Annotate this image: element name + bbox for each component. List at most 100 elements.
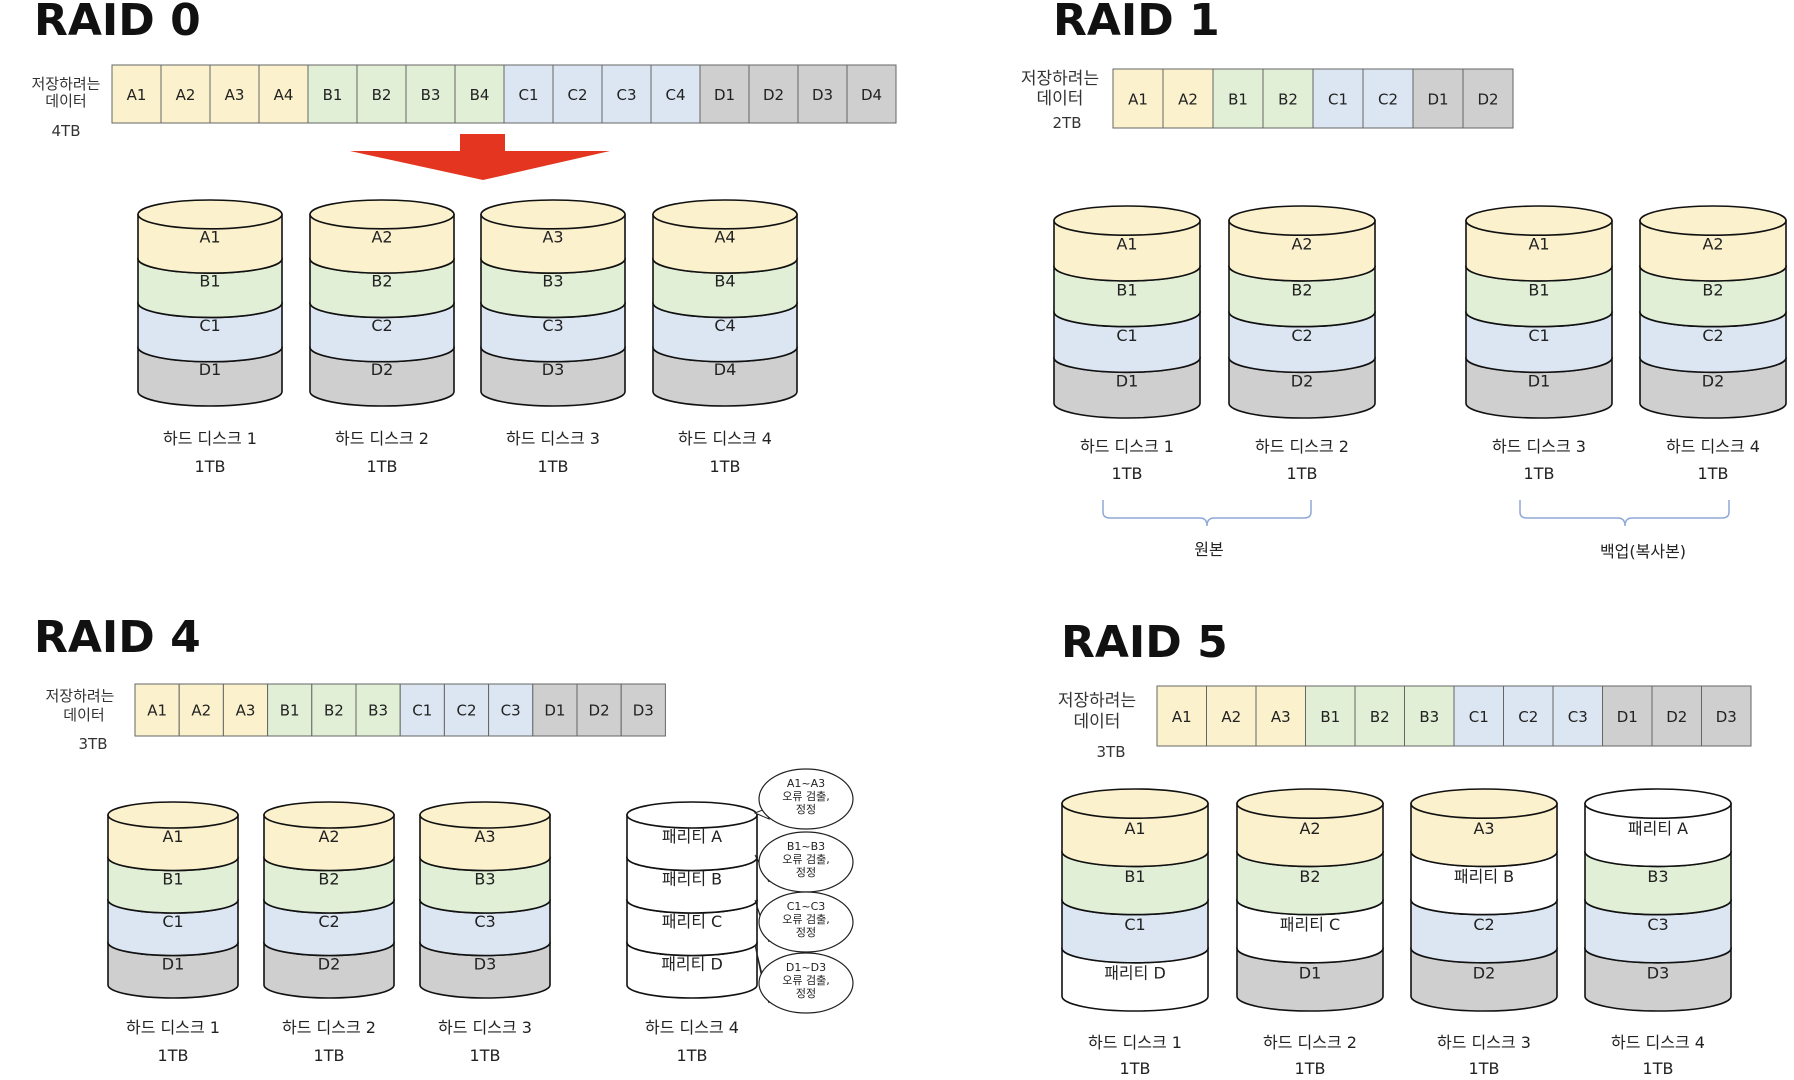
strip-cell (399, 683, 445, 737)
disk-layer-body (1639, 219, 1787, 282)
strip-cell-label: D4 (861, 86, 882, 104)
disk-layer-top (1410, 788, 1558, 820)
strip-cell-label: D3 (633, 701, 654, 719)
disk-layer: A1 (107, 801, 239, 872)
disk-layer-label: B3 (542, 272, 563, 291)
disk-layer-label: D2 (1291, 372, 1314, 391)
strip-cell (355, 683, 401, 737)
disk-layer-label: A1 (1124, 819, 1145, 838)
raid0-input-label-2: 데이터 (45, 92, 86, 110)
disk-layer-label: B1 (1116, 280, 1137, 299)
disk-layer-body (107, 856, 239, 914)
strip-cell (576, 683, 622, 737)
strip-cell-label: B1 (280, 701, 300, 719)
strip-cell-label: A1 (127, 86, 147, 104)
parity-note-shape (758, 891, 854, 953)
disk-layer-label: B1 (199, 272, 220, 291)
disk-layer-top (1584, 788, 1732, 820)
disk-layer-top (652, 199, 798, 230)
disk-layer-body (626, 856, 758, 914)
disk-capacity: 1TB (470, 1046, 501, 1065)
disk-capacity: 1TB (158, 1046, 189, 1065)
disk-capacity: 1TB (1524, 464, 1555, 483)
strip-cell-label: A1 (147, 701, 167, 719)
disk-layer-body (1053, 311, 1201, 374)
disk-layer-body (1061, 899, 1209, 964)
disk-layer-body (1061, 851, 1209, 916)
disk-layer-top (1061, 788, 1209, 820)
disk-layer-label: C3 (1647, 915, 1668, 934)
disk-layer-body (419, 856, 551, 914)
disk-layer-body (1228, 219, 1376, 282)
parity-note-shape (758, 952, 854, 1014)
disk-layer-body (107, 814, 239, 872)
strip-cell (356, 64, 407, 124)
strip-cell-label: B2 (1370, 708, 1390, 726)
strip-cell (1453, 685, 1504, 747)
disk-layer-body (309, 346, 455, 407)
disk-capacity: 1TB (1643, 1059, 1674, 1078)
disk-name: 하드 디스크 2 (335, 429, 429, 448)
disk-capacity: 1TB (367, 457, 398, 476)
disk-layer-body (1236, 899, 1384, 964)
disk-layer-label: A3 (474, 827, 495, 846)
disk-layer: A1 (1465, 205, 1613, 282)
strip-cell-label: C4 (665, 86, 685, 104)
disk-name: 하드 디스크 3 (506, 429, 600, 448)
disk-layer-label: D1 (199, 360, 222, 379)
disk-layer-label: 패리티 A (1628, 819, 1688, 838)
disk-layer-top (1465, 205, 1613, 237)
disk-name: 하드 디스크 4 (645, 1018, 739, 1037)
strip-cell-label: B2 (1278, 91, 1298, 109)
disk-layer-label: B2 (1299, 867, 1320, 886)
strip-cell-label: C1 (1328, 91, 1348, 109)
strip-cell (307, 64, 358, 124)
backup-group-brace (1519, 500, 1730, 527)
disk-layer-label: D1 (1116, 372, 1139, 391)
disk-layer-label: A1 (162, 827, 183, 846)
disk-layer-label: 패리티 B (1454, 867, 1514, 886)
strip-cell (160, 64, 211, 124)
parity-note-text: 정정 (796, 926, 816, 939)
strip-cell-label: C1 (412, 701, 432, 719)
disk-capacity: 1TB (195, 457, 226, 476)
strip-cell-label: C2 (567, 86, 587, 104)
strip-cell (620, 683, 666, 737)
strip-cell-label: A4 (274, 86, 294, 104)
strip-cell-label: D2 (589, 701, 610, 719)
disk-capacity: 1TB (538, 457, 569, 476)
strip-cell-label: C3 (616, 86, 636, 104)
strip-cell-label: A3 (225, 86, 245, 104)
disk-layer-body (309, 302, 455, 363)
parity-note-text: 정정 (796, 866, 816, 879)
disk-layer-label: C2 (1702, 326, 1723, 345)
disk-layer-label: D1 (1528, 372, 1551, 391)
disk-layer-label: B2 (1702, 280, 1723, 299)
disk-layer-label: C1 (1116, 326, 1137, 345)
disk-layer-body (1053, 356, 1201, 419)
disk-layer-label: C1 (1528, 326, 1549, 345)
disk-layer-body (1236, 947, 1384, 1012)
raid5-title: RAID 5 (1061, 617, 1228, 668)
strip-cell-label: D1 (1617, 708, 1638, 726)
strip-cell (699, 64, 750, 124)
strip-cell (1262, 68, 1314, 129)
disk-layer-label: 패리티 D (1104, 963, 1166, 982)
disk-name: 하드 디스크 4 (1666, 437, 1760, 456)
strip-cell (1362, 68, 1414, 129)
raid0-input-label-1: 저장하려는 (31, 75, 100, 93)
disk-layer-body (480, 213, 626, 274)
disk-layer-label: D3 (1647, 963, 1670, 982)
disk-layer-body (137, 213, 283, 274)
